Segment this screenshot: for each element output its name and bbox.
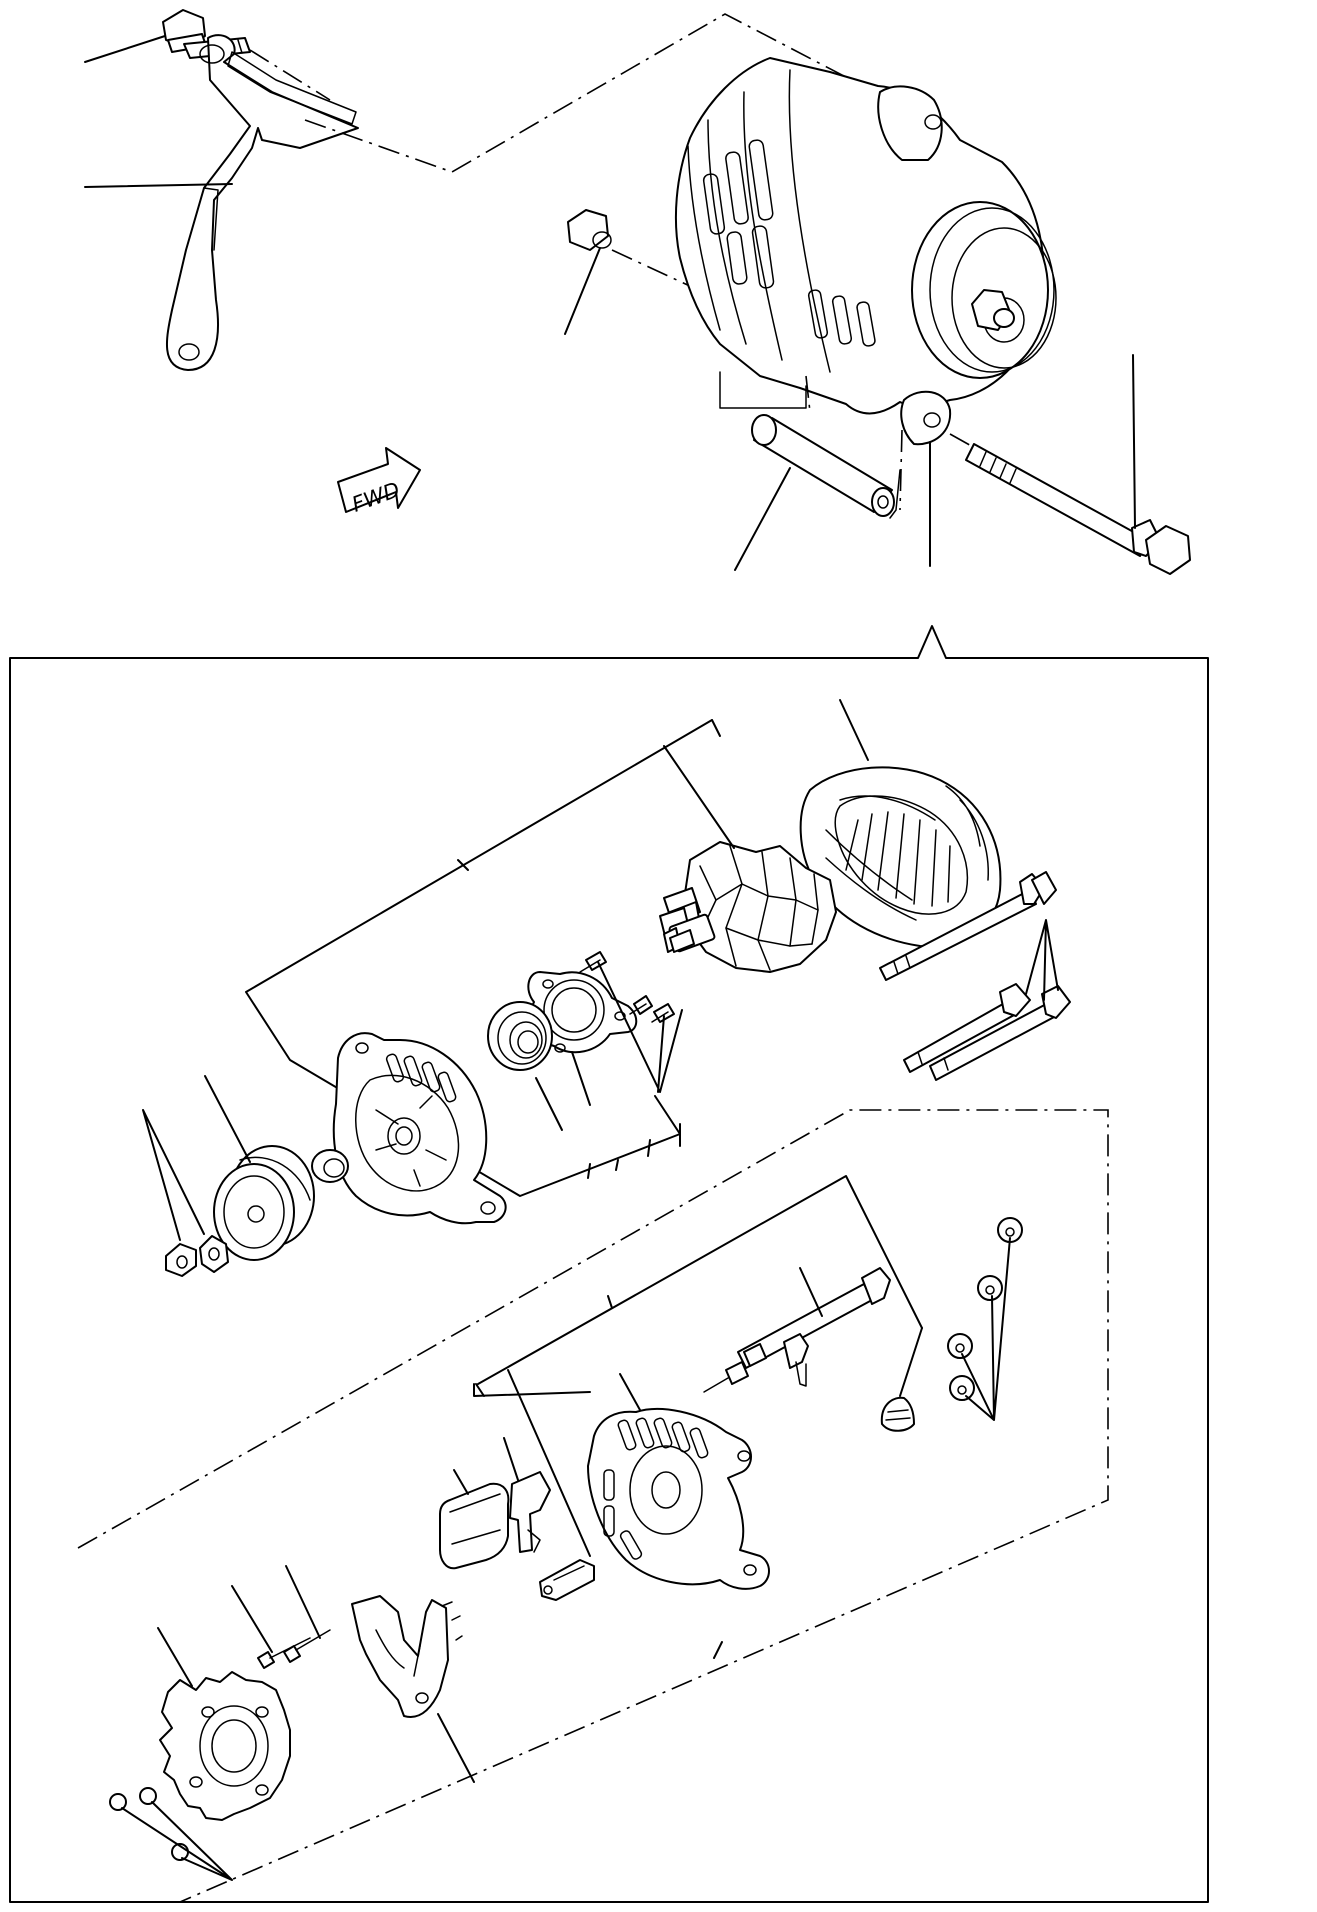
front-housing	[332, 1032, 507, 1225]
rear-housing	[587, 1408, 770, 1590]
bracket-bolt	[162, 9, 251, 59]
ic-regulator	[439, 1471, 551, 1570]
rear-housing-bracket	[477, 1175, 923, 1385]
leader-bearing	[535, 1077, 563, 1131]
leader-nut-washer	[142, 1109, 205, 1241]
through-bolt	[965, 443, 1191, 575]
plate-screws	[579, 951, 675, 1023]
brush-holder	[539, 1559, 595, 1601]
rectifier	[351, 1595, 463, 1718]
bracket-outline-sleeve	[719, 371, 807, 409]
spacer-collar	[311, 1149, 349, 1183]
leader-bolt	[84, 35, 166, 63]
leader-plate	[571, 1051, 591, 1106]
rotor-stack-ticks	[587, 1123, 681, 1179]
center-line-through-bolt	[949, 433, 976, 449]
rear-housing-bracket-end	[475, 1383, 485, 1397]
center-line-bolt	[249, 49, 331, 101]
leader-bracket	[84, 183, 233, 188]
leader-rectifier	[437, 1713, 475, 1783]
leader-screw-a	[231, 1585, 273, 1653]
rotor-bracket-tick	[711, 719, 721, 737]
leader-rotor	[663, 745, 735, 849]
leader-through-bolts	[1025, 919, 1059, 1001]
center-line-sleeve-b	[899, 429, 903, 511]
pulley-nut-washer	[165, 1235, 229, 1277]
leader-regulator	[453, 1469, 469, 1495]
leader-insulator	[899, 1327, 923, 1397]
alternator-assembly	[674, 57, 1057, 446]
regulator-bracket-a	[473, 1383, 591, 1397]
leader-nut	[564, 247, 601, 335]
housing-through-bolts	[879, 871, 1071, 1081]
leader-rear-cover	[157, 1627, 193, 1687]
terminal-nuts	[947, 1217, 1023, 1401]
leader-regulator-2	[503, 1437, 519, 1481]
bushing-sleeve	[751, 414, 895, 517]
rear-cover	[159, 1671, 291, 1821]
rectifier-screws	[257, 1629, 331, 1669]
mounting-nut	[567, 209, 612, 251]
leader-plate-screws	[597, 961, 683, 1093]
leader-pulley	[204, 1075, 251, 1163]
exploded-view-frame	[9, 625, 1209, 1903]
leader-brush-spring	[507, 1369, 591, 1557]
rotor	[659, 841, 837, 973]
drive-pulley	[213, 1145, 315, 1261]
leader-rear-housing	[619, 1373, 641, 1411]
cover-nuts	[109, 1787, 189, 1861]
center-line-sleeve-a	[805, 375, 811, 413]
leader-screw-b	[285, 1565, 321, 1639]
leader-terminal-bolt	[799, 1267, 823, 1317]
terminal-bolt	[703, 1267, 891, 1393]
rotor-assembly-bracket	[245, 719, 713, 1197]
rear-housing-tick	[607, 1295, 613, 1309]
front-bearing	[487, 1001, 553, 1071]
leader-cover-nuts	[121, 1801, 233, 1881]
leader-through-bolt	[1132, 354, 1136, 529]
rotor-bracket-tab	[457, 859, 469, 871]
adjusting-bracket	[165, 34, 359, 371]
leader-terminal-nuts	[961, 1237, 1011, 1421]
rear-frame-tick-a	[713, 1641, 723, 1659]
fwd-arrow-icon: FWD	[337, 447, 421, 517]
sleeve-hook	[889, 469, 901, 519]
leader-stator	[839, 699, 869, 761]
center-line-upper	[304, 13, 891, 173]
leader-sleeve	[734, 467, 791, 571]
terminal-insulator	[880, 1396, 915, 1432]
rear-assembly-frame	[77, 1109, 1109, 1903]
